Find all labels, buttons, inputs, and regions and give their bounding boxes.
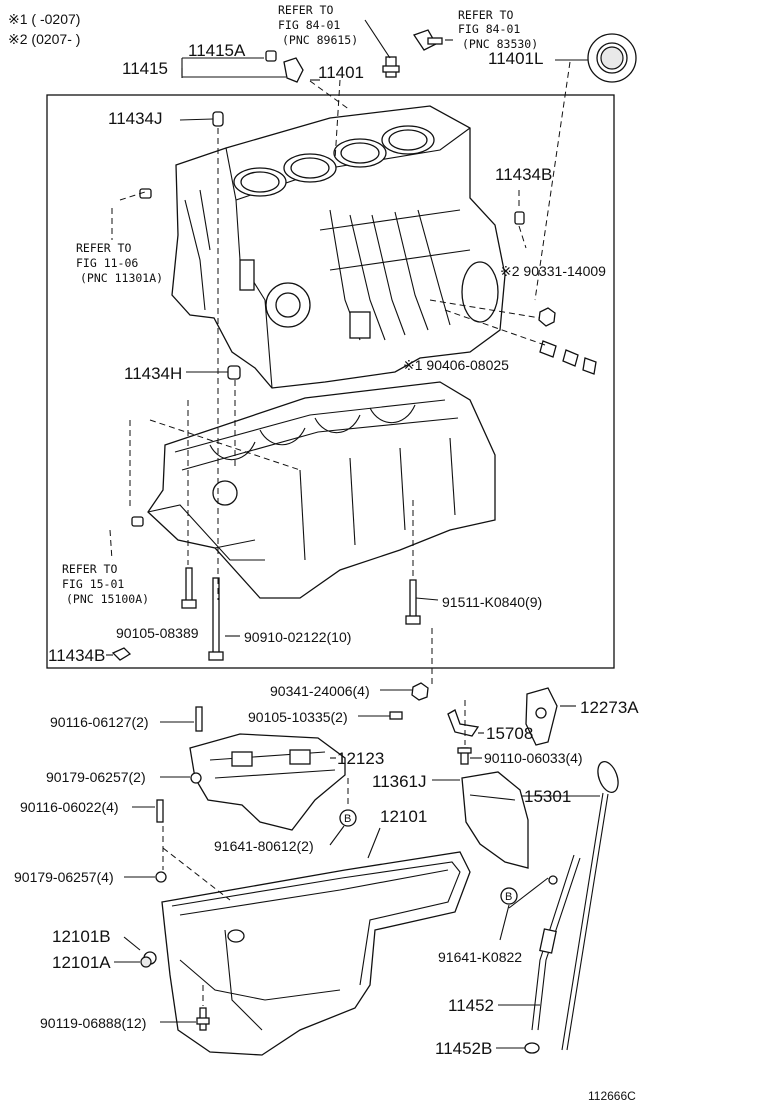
ref-low-line2: FIG 15-01 xyxy=(62,577,124,591)
oring-11452B xyxy=(524,1042,540,1054)
label-15708: 15708 xyxy=(486,724,533,743)
label-91641-K0822: 91641-K0822 xyxy=(438,949,522,965)
label-11415A: 11415A xyxy=(188,41,246,60)
label-11452B: 11452B xyxy=(435,1039,492,1058)
ref-mid-line2: FIG 11-06 xyxy=(76,256,138,270)
label-11434B-low: 11434B xyxy=(48,646,105,665)
label-90341: 90341-24006(4) xyxy=(270,683,370,699)
label-91641-80612: 91641-80612(2) xyxy=(214,838,314,854)
ref-top-right-line2: FIG 84-01 xyxy=(458,22,520,36)
label-90331: ※2 90331-14009 xyxy=(500,263,606,279)
label-90179-a: 90179-06257(2) xyxy=(46,769,146,785)
dipstick-15301 xyxy=(561,761,619,1051)
bolt-11415A xyxy=(265,50,304,83)
ref-top-left-line3: (PNC 89615) xyxy=(282,33,358,47)
label-11434H: 11434H xyxy=(124,364,182,383)
label-11401: 11401 xyxy=(318,63,364,82)
ref-top-left: REFER TO FIG 84-01 (PNC 89615) xyxy=(278,3,358,47)
pin-11434B-top xyxy=(514,211,525,225)
label-12101A: 12101A xyxy=(52,953,111,972)
label-12101B: 12101B xyxy=(52,927,111,946)
label-11401L: 11401L xyxy=(488,49,543,68)
ref-mid-line1: REFER TO xyxy=(76,241,131,255)
label-12273A: 12273A xyxy=(580,698,639,717)
label-11415: 11415 xyxy=(122,59,168,78)
marker-b1: B xyxy=(344,813,351,825)
marker-b2-circle xyxy=(500,887,518,905)
assembly-frame xyxy=(46,94,615,669)
dowel-left-low xyxy=(131,516,144,527)
label-90116-06022: 90116-06022(4) xyxy=(20,799,119,815)
oil-seal-11401L xyxy=(587,33,637,83)
label-90406: ※1 90406-08025 xyxy=(403,357,509,373)
ref-top-left-line2: FIG 84-01 xyxy=(278,18,340,32)
label-15301: 15301 xyxy=(524,787,571,806)
ref-mid-line3: (PNC 11301A) xyxy=(80,271,163,285)
figure-code: 112666C xyxy=(588,1089,636,1103)
nut-90179-b xyxy=(155,871,167,883)
label-90116-06127: 90116-06127(2) xyxy=(50,714,149,730)
pin-11434J xyxy=(212,111,224,127)
label-12123: 12123 xyxy=(337,749,384,768)
pin-11434H xyxy=(227,365,241,380)
label-91511: 91511-K0840(9) xyxy=(442,594,542,610)
label-90119: 90119-06888(12) xyxy=(40,1015,146,1031)
cylinder-block-lower xyxy=(147,381,496,599)
nut-90179-a xyxy=(190,772,202,784)
ref-top-right-line1: REFER TO xyxy=(458,8,513,22)
oil-pan-12101 xyxy=(140,851,471,1056)
bolt-90110 xyxy=(457,747,472,765)
note-2: ※2 (0207- ) xyxy=(8,31,80,47)
ref-low: REFER TO FIG 15-01 (PNC 15100A) xyxy=(62,562,149,606)
gasket-12273A xyxy=(525,687,558,746)
baffle-12123 xyxy=(189,733,346,831)
bolt-90116-06022 xyxy=(156,799,164,823)
label-11434B-top: 11434B xyxy=(495,165,552,184)
ref-low-line3: (PNC 15100A) xyxy=(66,592,149,606)
cylinder-block-upper xyxy=(171,105,506,389)
ref-low-line1: REFER TO xyxy=(62,562,117,576)
label-11452: 11452 xyxy=(448,996,494,1015)
label-12101: 12101 xyxy=(380,807,427,826)
ref-top-left-line1: REFER TO xyxy=(278,3,333,17)
ref-top-right-line3: (PNC 83530) xyxy=(462,37,538,51)
guide-11452 xyxy=(531,854,581,1031)
bolt-90105-08389 xyxy=(181,567,197,609)
bolt-90116-06127 xyxy=(195,706,203,732)
note-1: ※1 ( -0207) xyxy=(8,11,80,27)
nut-90341 xyxy=(411,682,429,701)
ref-top-right: REFER TO FIG 84-01 (PNC 83530) xyxy=(458,8,538,51)
leaders-bottom xyxy=(114,628,600,1049)
marker-b2: B xyxy=(505,891,512,903)
switch-83530 xyxy=(412,29,443,51)
label-90105-08389: 90105-08389 xyxy=(116,625,199,641)
sensor-89615 xyxy=(382,56,400,78)
label-11361J: 11361J xyxy=(372,772,427,791)
ref-mid: REFER TO FIG 11-06 (PNC 11301A) xyxy=(76,241,163,285)
plug-90406 xyxy=(539,340,597,375)
bolt-91511 xyxy=(405,579,421,625)
baffle-11361J xyxy=(461,771,529,869)
clip-11434B-low xyxy=(111,647,132,661)
bolt-90105-10335 xyxy=(389,711,403,720)
label-90910: 90910-02122(10) xyxy=(244,629,351,645)
bolt-90910 xyxy=(208,577,224,661)
label-90105-10335: 90105-10335(2) xyxy=(248,709,348,725)
marker-b1-circle xyxy=(339,809,357,827)
label-90179-b: 90179-06257(4) xyxy=(14,869,114,885)
sensor-15708 xyxy=(447,709,480,737)
leaders-top xyxy=(106,19,588,656)
bolt-90119 xyxy=(196,1007,210,1031)
label-90110: 90110-06033(4) xyxy=(484,750,583,766)
nut-90331 xyxy=(538,307,556,327)
label-11434J: 11434J xyxy=(108,109,163,128)
